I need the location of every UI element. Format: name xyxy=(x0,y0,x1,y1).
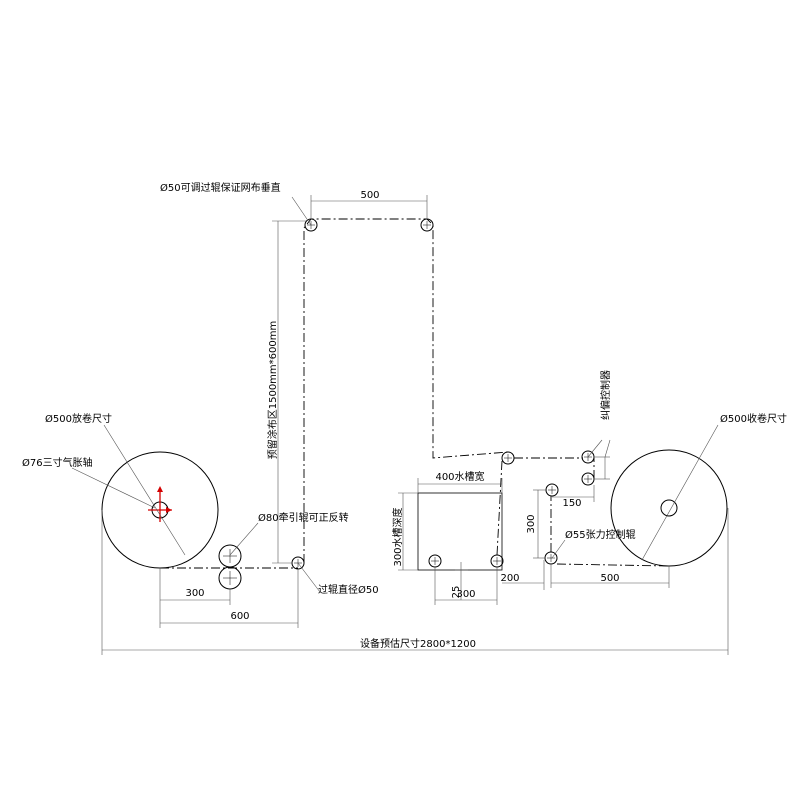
label-dim-300-tank: 300 xyxy=(456,589,475,600)
rewind-roll xyxy=(610,449,728,567)
roller-top-right xyxy=(420,218,434,232)
label-dim-top-500: 500 xyxy=(360,190,379,201)
roller-tank-right xyxy=(490,554,504,568)
label-overall: 设备预估尺寸2800*1200 xyxy=(360,637,476,650)
label-air-shaft: Ø76三寸气胀轴 xyxy=(22,456,93,469)
label-correction: 纠偏控制器 xyxy=(599,370,612,420)
label-dim-150: 150 xyxy=(562,498,581,509)
roller-tank-left xyxy=(428,554,442,568)
traction-rollers xyxy=(218,544,242,590)
label-dim-300-left: 300 xyxy=(185,588,204,599)
label-dim-500-right: 500 xyxy=(600,573,619,584)
dimension-lines xyxy=(101,195,729,655)
label-tank-depth: 300水槽深度 xyxy=(391,507,404,566)
roller-correction-3 xyxy=(545,483,559,497)
unwind-roll xyxy=(101,451,219,569)
label-tank-width: 400水槽宽 xyxy=(435,470,484,483)
label-dim-25: 25 xyxy=(451,586,462,599)
label-roller-dia: 过辊直径Ø50 xyxy=(318,583,379,596)
web-path xyxy=(160,218,670,569)
leader-lines xyxy=(71,196,719,593)
label-roller-top: Ø50可调过辊保证网布垂直 xyxy=(160,181,281,194)
label-unwind-size: Ø500放卷尺寸 xyxy=(45,412,112,425)
label-tension: Ø55张力控制辊 xyxy=(565,528,636,541)
label-traction: Ø80牵引辊可正反转 xyxy=(258,511,349,524)
label-dim-200: 200 xyxy=(500,573,519,584)
labels: Ø50可调过辊保证网布垂直 500 预留涂布区1500mm*600mm Ø500… xyxy=(22,181,787,650)
roller-correction-2 xyxy=(581,472,595,486)
label-dim-300-vert: 300 xyxy=(526,514,537,533)
roller-tank-entry xyxy=(501,451,515,465)
label-rewind-size: Ø500收卷尺寸 xyxy=(720,412,787,425)
label-coating-zone: 预留涂布区1500mm*600mm xyxy=(266,321,279,460)
label-dim-600: 600 xyxy=(230,611,249,622)
